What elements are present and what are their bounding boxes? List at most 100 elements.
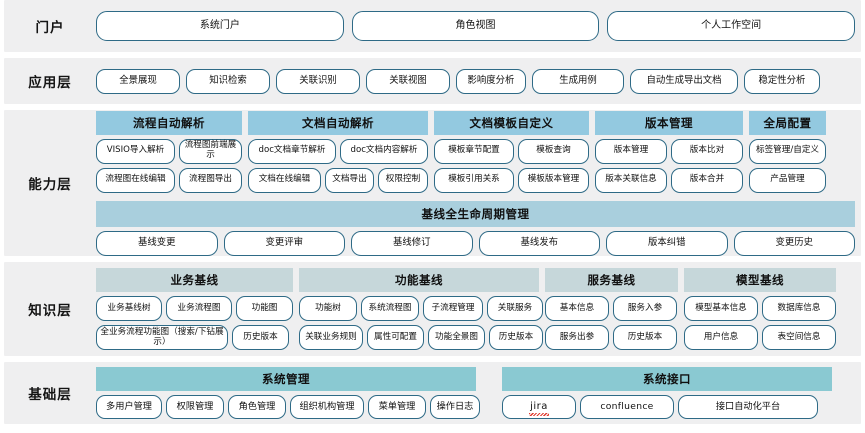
- layer-base: 基础层 系统管理 多用户管理 权限管理 角色管理 组织机构管理 菜单管理 操作日…: [4, 362, 861, 424]
- cap-item-flowchart-frontend-display[interactable]: 流程图前端展示: [179, 138, 242, 164]
- know-item-subprocess-management[interactable]: 子流程管理: [423, 296, 483, 321]
- capability-row: VISIO导入解析 流程图前端展示: [96, 138, 242, 164]
- know-item-history-version[interactable]: 历史版本: [613, 325, 677, 350]
- knowledge-row: 用户信息 表空间信息: [684, 325, 836, 350]
- know-item-model-basic-info[interactable]: 模型基本信息: [684, 296, 758, 321]
- layer-label-knowledge: 知识层: [28, 303, 72, 319]
- cap-item-template-query[interactable]: 模板查询: [518, 138, 589, 164]
- knowledge-groups: 业务基线 业务基线树 业务流程图 功能图 全业务流程功能图（搜索/下钻展示） 历…: [96, 268, 855, 350]
- capability-row: 版本管理 版本比对: [595, 138, 743, 164]
- know-item-function-diagram[interactable]: 功能图: [236, 296, 293, 321]
- know-item-tablespace-info[interactable]: 表空间信息: [762, 325, 836, 350]
- base-groups: 系统管理 多用户管理 权限管理 角色管理 组织机构管理 菜单管理 操作日志 系统…: [96, 367, 855, 419]
- capability-row: 模板章节配置 模板查询: [434, 138, 589, 164]
- group-title-doc-template: 文档模板自定义: [434, 110, 589, 135]
- layer-label-portal: 门户: [35, 20, 65, 36]
- know-item-database-info[interactable]: 数据库信息: [762, 296, 836, 321]
- base-item-org-structure-management[interactable]: 组织机构管理: [290, 395, 364, 419]
- base-item-confluence[interactable]: confluence: [580, 395, 674, 419]
- cap-item-template-chapter-config[interactable]: 模板章节配置: [434, 138, 514, 164]
- app-item-knowledge-search[interactable]: 知识检索: [186, 68, 270, 94]
- app-item-relation-recognition[interactable]: 关联识别: [276, 68, 360, 94]
- cap-item-version-management[interactable]: 版本管理: [595, 138, 667, 164]
- cap-item-tag-management-custom[interactable]: 标签管理/自定义: [749, 138, 826, 164]
- know-item-user-info[interactable]: 用户信息: [684, 325, 758, 350]
- knowledge-group-function-baseline: 功能基线 功能树 系统流程图 子流程管理 关联服务 关联业务规则 属性可配置 功…: [299, 268, 543, 350]
- cap-item-doc-content-parse[interactable]: doc文档内容解析: [340, 138, 428, 164]
- cap-item-visio-import-parse[interactable]: VISIO导入解析: [96, 138, 175, 164]
- know-item-function-tree[interactable]: 功能树: [299, 296, 357, 321]
- layer-label-capability: 能力层: [28, 177, 72, 193]
- group-title-doc-parse: 文档自动解析: [248, 110, 428, 135]
- baseline-item-revise[interactable]: 基线修订: [351, 230, 473, 256]
- capability-group-process-parse: 流程自动解析 VISIO导入解析 流程图前端展示 流程图在线编辑 流程图导出: [96, 110, 242, 193]
- knowledge-row: 基本信息 服务入参: [545, 296, 678, 321]
- layer-application: 应用层 全景展现 知识检索 关联识别 关联视图 影响度分析 生成用例 自动生成导…: [4, 58, 861, 104]
- baseline-item-change-review[interactable]: 变更评审: [223, 230, 345, 256]
- cap-item-version-relation-info[interactable]: 版本关联信息: [595, 167, 667, 193]
- group-title-service-baseline: 服务基线: [545, 268, 678, 292]
- know-item-business-flowchart[interactable]: 业务流程图: [166, 296, 232, 321]
- base-group-system-management: 系统管理 多用户管理 权限管理 角色管理 组织机构管理 菜单管理 操作日志: [96, 367, 480, 419]
- portal-item-system-portal[interactable]: 系统门户: [96, 11, 344, 41]
- app-item-auto-export-doc[interactable]: 自动生成导出文档: [630, 68, 738, 94]
- know-item-full-business-flow-function-diagram[interactable]: 全业务流程功能图（搜索/下钻展示）: [96, 325, 228, 350]
- cap-item-doc-chapter-parse[interactable]: doc文档章节解析: [248, 138, 336, 164]
- knowledge-row: 模型基本信息 数据库信息: [684, 296, 836, 321]
- know-item-configurable-attribute[interactable]: 属性可配置: [367, 325, 424, 350]
- knowledge-row: 功能树 系统流程图 子流程管理 关联服务: [299, 296, 543, 321]
- know-item-history-version[interactable]: 历史版本: [232, 325, 289, 350]
- base-item-role-management[interactable]: 角色管理: [228, 395, 286, 419]
- group-title-model-baseline: 模型基线: [684, 268, 836, 292]
- layer-capability: 能力层 流程自动解析 VISIO导入解析 流程图前端展示 流程图在线编辑 流程图…: [4, 110, 861, 256]
- know-item-basic-info[interactable]: 基本信息: [545, 296, 609, 321]
- know-item-history-version[interactable]: 历史版本: [489, 325, 543, 350]
- cap-item-version-compare[interactable]: 版本比对: [671, 138, 743, 164]
- know-item-related-service[interactable]: 关联服务: [487, 296, 543, 321]
- app-item-panorama[interactable]: 全景展现: [96, 68, 180, 94]
- know-item-related-business-rule[interactable]: 关联业务规则: [299, 325, 363, 350]
- cap-item-doc-online-edit[interactable]: 文档在线编辑: [248, 167, 321, 193]
- baseline-item-change[interactable]: 基线变更: [96, 230, 218, 256]
- group-title-system-interface: 系统接口: [502, 367, 832, 391]
- base-item-interface-automation-platform[interactable]: 接口自动化平台: [678, 395, 818, 419]
- app-item-impact-analysis[interactable]: 影响度分析: [456, 68, 526, 94]
- know-item-service-output-param[interactable]: 服务出参: [545, 325, 609, 350]
- know-item-business-baseline-tree[interactable]: 业务基线树: [96, 296, 162, 321]
- cap-item-template-reference[interactable]: 模板引用关系: [434, 167, 514, 193]
- base-item-operation-log[interactable]: 操作日志: [430, 395, 480, 419]
- cap-item-template-version-mgmt[interactable]: 模板版本管理: [518, 167, 589, 193]
- capability-row: 标签管理/自定义: [749, 138, 826, 164]
- layer-portal: 门户 系统门户 角色视图 个人工作空间: [4, 0, 861, 52]
- know-item-system-flowchart[interactable]: 系统流程图: [361, 296, 419, 321]
- cap-item-version-merge[interactable]: 版本合并: [671, 167, 743, 193]
- app-item-stability-analysis[interactable]: 稳定性分析: [744, 68, 820, 94]
- layer-knowledge: 知识层 业务基线 业务基线树 业务流程图 功能图 全业务流程功能图（搜索/下钻展…: [4, 262, 861, 356]
- capability-row: 模板引用关系 模板版本管理: [434, 167, 589, 193]
- knowledge-group-business-baseline: 业务基线 业务基线树 业务流程图 功能图 全业务流程功能图（搜索/下钻展示） 历…: [96, 268, 293, 350]
- base-item-multi-user-management[interactable]: 多用户管理: [96, 395, 162, 419]
- cap-item-permission-control[interactable]: 权限控制: [378, 167, 428, 193]
- base-item-menu-management[interactable]: 菜单管理: [368, 395, 426, 419]
- group-title-function-baseline: 功能基线: [299, 268, 539, 292]
- baseline-lifecycle-title: 基线全生命周期管理: [96, 200, 855, 227]
- app-item-generate-testcase[interactable]: 生成用例: [532, 68, 624, 94]
- cap-item-flowchart-export[interactable]: 流程图导出: [179, 167, 242, 193]
- portal-item-role-view[interactable]: 角色视图: [351, 11, 600, 41]
- capability-group-global-config: 全局配置 标签管理/自定义 产品管理: [749, 110, 826, 193]
- base-item-permission-management[interactable]: 权限管理: [166, 395, 224, 419]
- baseline-item-publish[interactable]: 基线发布: [478, 230, 600, 256]
- base-item-jira[interactable]: jira: [502, 395, 576, 419]
- capability-row: 版本关联信息 版本合并: [595, 167, 743, 193]
- cap-item-doc-export[interactable]: 文档导出: [325, 167, 374, 193]
- baseline-item-version-correction[interactable]: 版本纠错: [606, 230, 728, 256]
- know-item-function-panorama[interactable]: 功能全景图: [428, 325, 485, 350]
- baseline-item-change-history[interactable]: 变更历史: [733, 230, 855, 256]
- capability-group-doc-parse: 文档自动解析 doc文档章节解析 doc文档内容解析 文档在线编辑 文档导出 权…: [248, 110, 428, 193]
- know-item-service-input-param[interactable]: 服务入参: [613, 296, 677, 321]
- portal-item-personal-workspace[interactable]: 个人工作空间: [607, 11, 856, 41]
- cap-item-flowchart-online-edit[interactable]: 流程图在线编辑: [96, 167, 175, 193]
- app-item-relation-view[interactable]: 关联视图: [366, 68, 450, 94]
- cap-item-product-management[interactable]: 产品管理: [749, 167, 826, 193]
